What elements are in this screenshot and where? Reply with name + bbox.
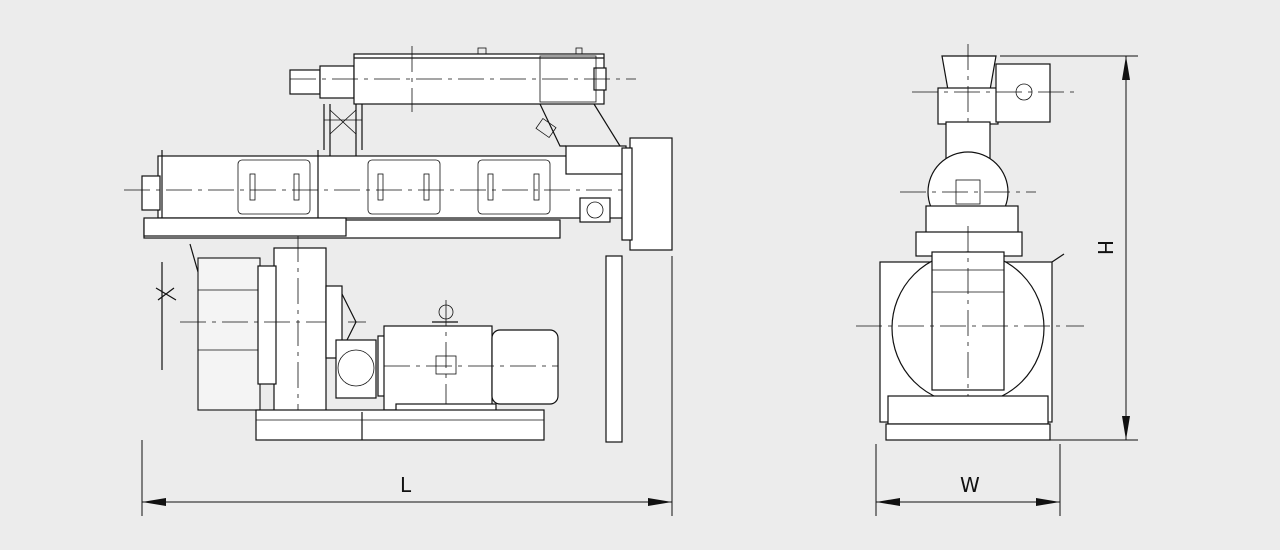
steam-valve	[155, 262, 177, 370]
conditioner	[124, 145, 629, 223]
height-label: H	[1093, 240, 1117, 255]
feed-door	[621, 137, 673, 251]
dimension-height: H	[1000, 55, 1138, 441]
dimension-length: L	[141, 256, 673, 516]
pellet-chamber	[180, 236, 366, 420]
length-label: L	[400, 473, 412, 497]
discharge-chute	[605, 255, 623, 443]
main-motor	[335, 300, 559, 415]
screw-feeder	[289, 46, 636, 168]
dimension-width: W	[875, 444, 1061, 516]
width-label: W	[960, 473, 980, 497]
base	[255, 409, 545, 441]
side-view	[124, 46, 673, 443]
front-view	[856, 44, 1084, 441]
